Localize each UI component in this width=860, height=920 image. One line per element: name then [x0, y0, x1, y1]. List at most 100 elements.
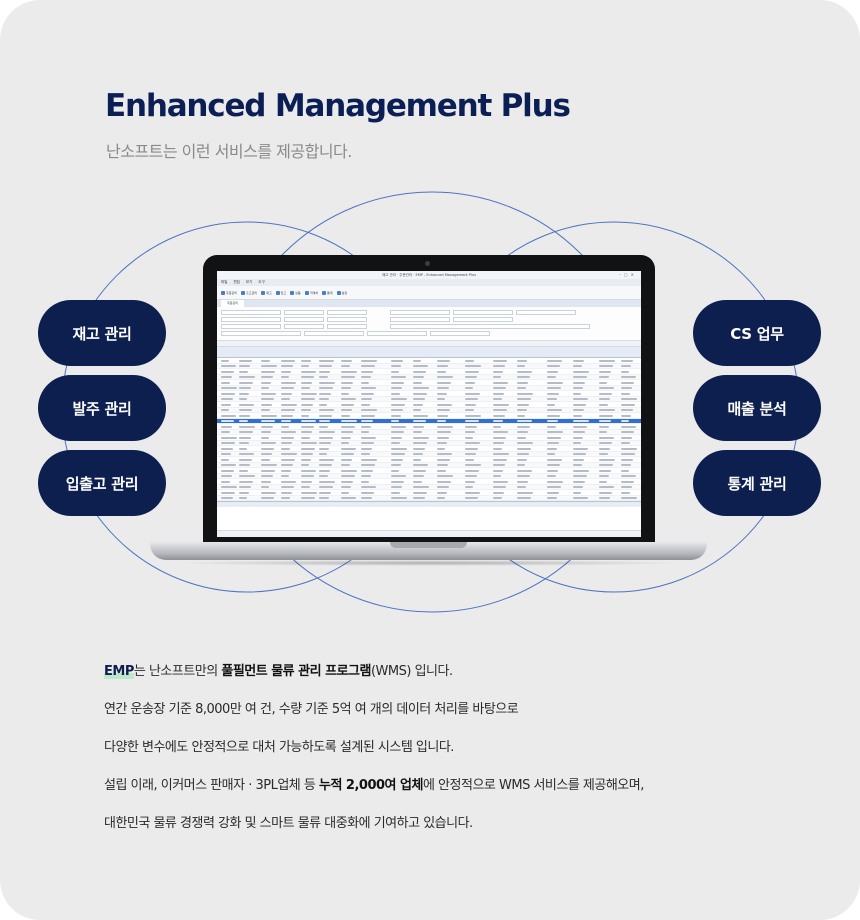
filter-row — [221, 310, 637, 315]
filter-field[interactable] — [284, 324, 324, 329]
menu-item[interactable]: 도구 — [258, 280, 265, 284]
tab-order-management[interactable]: 주문관리 — [221, 300, 245, 307]
filter-field[interactable] — [327, 317, 367, 322]
table-row[interactable] — [217, 440, 641, 446]
toolbar-icon — [321, 290, 326, 295]
page-title: Enhanced Management Plus — [105, 88, 571, 124]
table-row[interactable] — [217, 495, 641, 501]
service-pill-sales-analysis[interactable]: 매출 분석 — [693, 375, 821, 441]
table-row[interactable] — [217, 380, 641, 386]
filter-field[interactable] — [390, 310, 450, 315]
menu-item[interactable]: 편집 — [233, 280, 240, 284]
filter-field[interactable] — [221, 310, 281, 315]
table-row[interactable] — [217, 413, 641, 419]
emp-highlight: EMP — [104, 664, 134, 679]
filter-row — [221, 324, 637, 329]
table-row[interactable] — [217, 407, 641, 413]
service-pill-inventory[interactable]: 재고 관리 — [38, 300, 166, 366]
toolbar-button[interactable]: 입고 — [275, 290, 286, 295]
filter-field[interactable] — [516, 310, 576, 315]
service-pill-ordering[interactable]: 발주 관리 — [38, 375, 166, 441]
menu-bar: 파일 편집 보기 도구 — [217, 279, 641, 286]
filter-panel — [217, 307, 641, 341]
wms-app-screenshot: 재고 관리 · 주문관리 · EMP - Enhanced Management… — [217, 271, 641, 537]
toolbar-button[interactable]: 설정 — [336, 290, 347, 295]
filter-field[interactable] — [284, 310, 324, 315]
filter-field[interactable] — [453, 310, 513, 315]
grid-footer — [217, 501, 641, 507]
filter-field[interactable] — [327, 324, 367, 329]
service-pill-inbound-outbound[interactable]: 입출고 관리 — [38, 450, 166, 516]
table-row[interactable] — [217, 462, 641, 468]
toolbar-button[interactable]: 재고 — [261, 290, 272, 295]
service-pill-cs[interactable]: CS 업무 — [693, 300, 821, 366]
filter-field[interactable] — [390, 317, 450, 322]
menu-item[interactable]: 보기 — [245, 280, 253, 284]
table-row[interactable] — [217, 457, 641, 463]
table-row[interactable] — [217, 451, 641, 457]
table-row[interactable] — [217, 363, 641, 369]
table-row[interactable] — [217, 484, 641, 490]
description-line-4: 설립 이래, 이커머스 판매자 · 3PL업체 등 누적 2,000여 업체에 … — [104, 778, 644, 793]
emphasis-text: 누적 2,000여 업체 — [318, 778, 423, 793]
toolbar-icon — [290, 290, 295, 295]
table-row[interactable] — [217, 473, 641, 479]
filter-field[interactable] — [367, 331, 427, 336]
service-pill-statistics[interactable]: 통계 관리 — [693, 450, 821, 516]
table-row[interactable] — [217, 429, 641, 435]
grid-header — [217, 347, 641, 358]
table-row[interactable] — [217, 402, 641, 408]
window-title: 재고 관리 · 주문관리 · EMP - Enhanced Management… — [381, 273, 477, 277]
filter-field[interactable] — [304, 331, 364, 336]
ribbon-toolbar: 주문관리 출고관리 재고 입고 상품 거래처 통계 설정 — [217, 286, 641, 300]
emphasis-text: 풀필먼트 물류 관리 프로그램 — [221, 664, 371, 679]
table-row[interactable] — [217, 396, 641, 402]
description-line-5: 대한민국 물류 경쟁력 강화 및 스마트 물류 대중화에 기여하고 있습니다. — [104, 816, 473, 831]
toolbar-icon — [336, 290, 341, 295]
window-controls: –▢✕ — [618, 272, 637, 277]
table-row[interactable] — [217, 468, 641, 474]
table-row[interactable] — [217, 358, 641, 364]
toolbar-icon — [304, 290, 309, 295]
filter-field[interactable] — [327, 310, 367, 315]
filter-field[interactable] — [221, 331, 301, 336]
toolbar-button[interactable]: 상품 — [290, 290, 301, 295]
laptop-notch — [390, 542, 467, 548]
table-row[interactable] — [217, 418, 641, 424]
table-row[interactable] — [217, 490, 641, 496]
menu-item[interactable]: 파일 — [221, 280, 228, 284]
status-bar — [217, 530, 641, 537]
filter-field[interactable] — [390, 324, 590, 329]
filter-field[interactable] — [221, 317, 281, 322]
description-line-2: 연간 운송장 기준 8,000만 여 건, 수량 기준 5억 여 개의 데이터 … — [104, 702, 519, 717]
table-row[interactable] — [217, 391, 641, 397]
data-grid — [217, 358, 641, 501]
description-line-1: EMP는 난소프트만의 풀필먼트 물류 관리 프로그램(WMS) 입니다. — [104, 664, 453, 679]
table-row[interactable] — [217, 479, 641, 485]
table-row[interactable] — [217, 424, 641, 430]
page-subtitle: 난소프트는 이런 서비스를 제공합니다. — [106, 142, 352, 161]
filter-field[interactable] — [453, 317, 513, 322]
table-row[interactable] — [217, 374, 641, 380]
toolbar-button[interactable]: 통계 — [321, 290, 333, 295]
table-row[interactable] — [217, 446, 641, 452]
table-row[interactable] — [217, 435, 641, 441]
toolbar-button[interactable]: 출고관리 — [241, 290, 257, 295]
description-line-3: 다양한 변수에도 안정적으로 대처 가능하도록 설계된 시스템 입니다. — [104, 740, 454, 755]
toolbar-button[interactable]: 거래처 — [304, 290, 318, 295]
toolbar-icon — [275, 290, 280, 295]
laptop-shadow — [170, 560, 687, 566]
laptop-base — [150, 542, 707, 560]
camera-icon — [425, 261, 430, 266]
filter-field[interactable] — [284, 317, 324, 322]
filter-row — [221, 331, 637, 336]
grid-action-bar — [217, 341, 641, 347]
filter-field[interactable] — [221, 324, 281, 329]
filter-field[interactable] — [430, 331, 490, 336]
table-row[interactable] — [217, 385, 641, 391]
toolbar-icon — [241, 290, 246, 295]
table-row[interactable] — [217, 369, 641, 375]
document-tabs: 주문관리 — [217, 300, 641, 307]
toolbar-button[interactable]: 주문관리 — [221, 290, 237, 295]
